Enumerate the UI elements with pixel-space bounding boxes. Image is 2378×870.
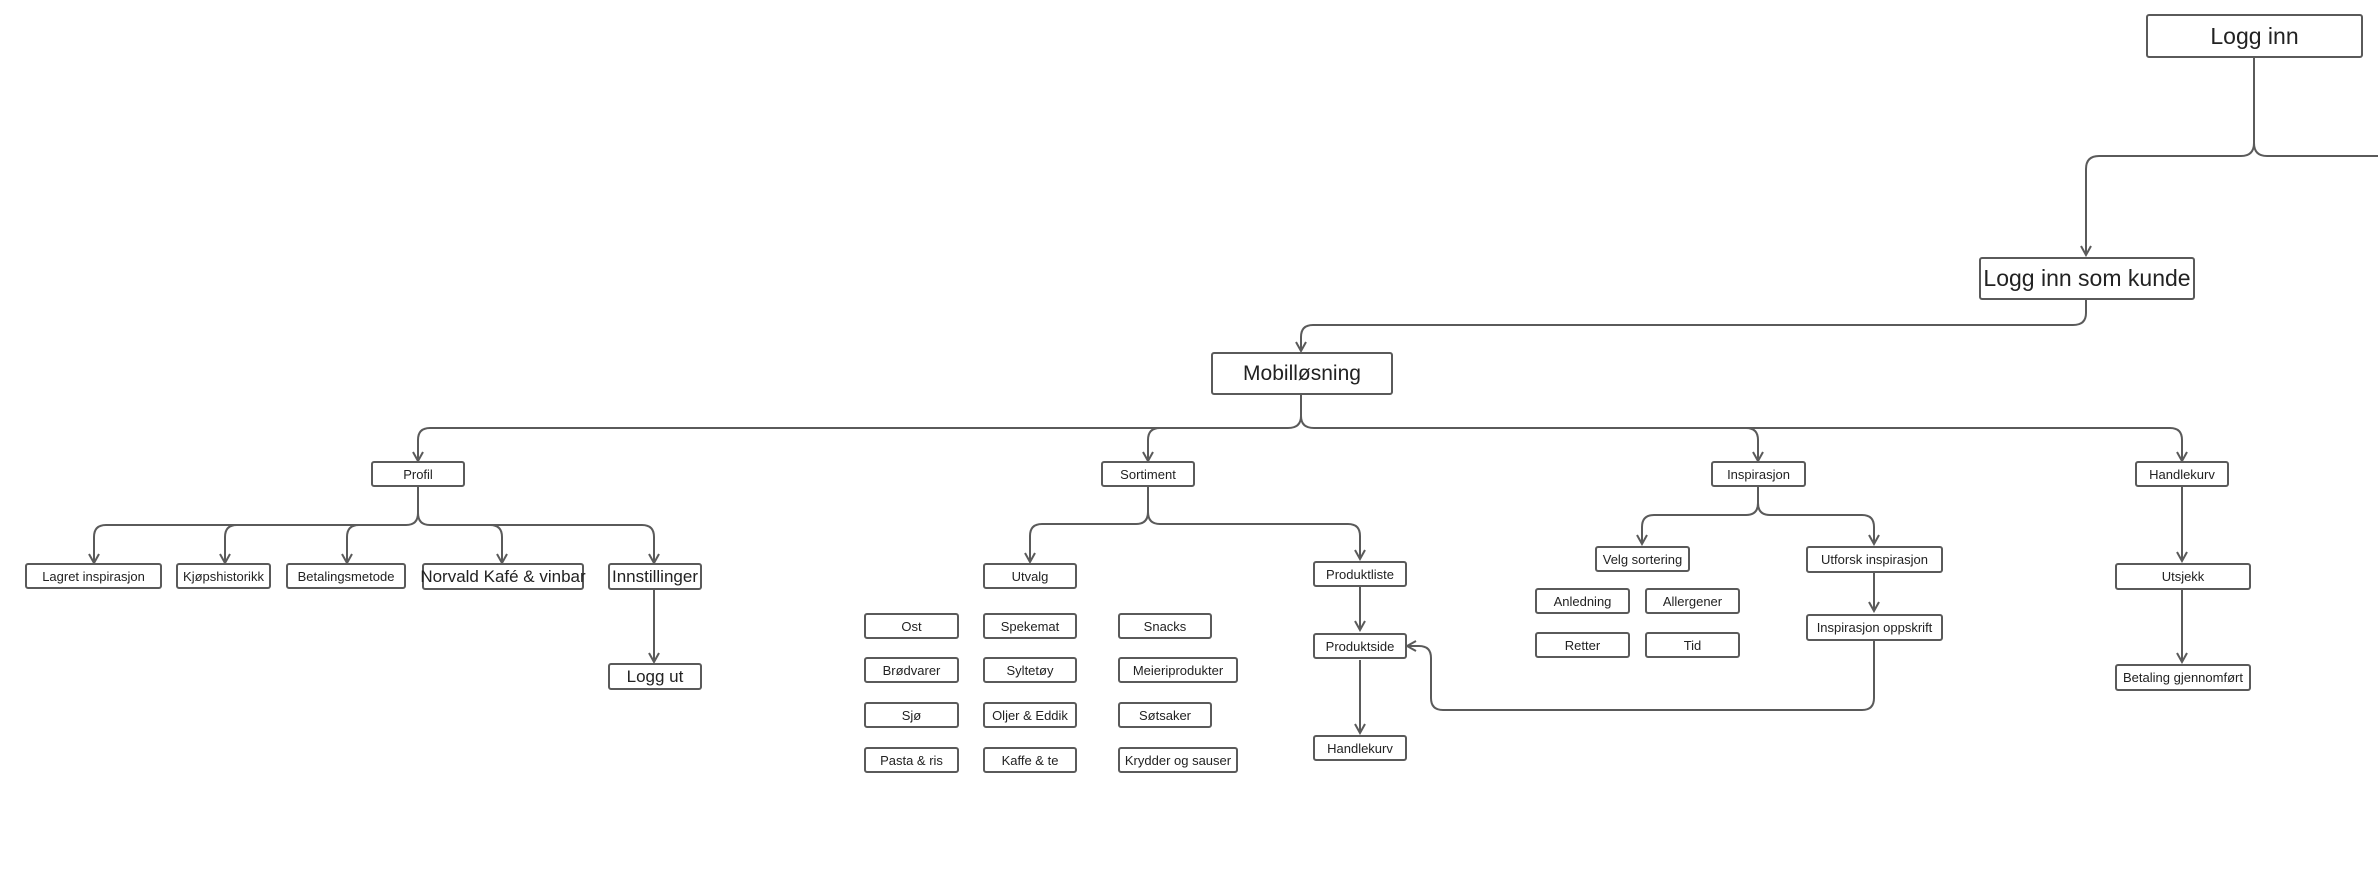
node-login: Logg inn bbox=[2146, 14, 2363, 58]
node-payment-done: Betaling gjennomført bbox=[2115, 664, 2251, 691]
node-settings: Innstillinger bbox=[608, 563, 702, 590]
node-inspiration: Inspirasjon bbox=[1711, 461, 1806, 487]
edge-assortment-productlist bbox=[1147, 511, 1360, 559]
node-selection: Utvalg bbox=[983, 563, 1077, 589]
node-inspiration-recipe: Inspirasjon oppskrift bbox=[1806, 614, 1943, 641]
node-login-customer: Logg inn som kunde bbox=[1979, 257, 2195, 300]
edge-recipe-productpage bbox=[1407, 641, 1875, 711]
node-category-9: Pasta & ris bbox=[864, 747, 959, 773]
node-time: Tid bbox=[1645, 632, 1740, 658]
node-category-10: Kaffe & te bbox=[983, 747, 1077, 773]
node-norvald: Norvald Kafé & vinbar bbox=[420, 563, 586, 590]
edge-profile-history bbox=[225, 524, 238, 563]
node-mobile: Mobilløsning bbox=[1211, 352, 1393, 395]
edge-profile-settings bbox=[490, 524, 654, 563]
node-product-list: Produktliste bbox=[1313, 561, 1407, 587]
edge-login-customer bbox=[2086, 58, 2255, 255]
node-allergens: Allergener bbox=[1645, 588, 1740, 614]
edge-profile-payment bbox=[347, 524, 360, 563]
node-choose-sorting: Velg sortering bbox=[1595, 546, 1690, 572]
node-product-page: Produktside bbox=[1313, 633, 1407, 659]
node-explore-inspiration: Utforsk inspirasjon bbox=[1806, 546, 1943, 573]
edge-profile-children bbox=[94, 487, 419, 563]
node-assortment: Sortiment bbox=[1101, 461, 1195, 487]
node-assortment-cart: Handlekurv bbox=[1313, 735, 1407, 761]
node-category-0: Ost bbox=[864, 613, 959, 639]
node-purchase-history: Kjøpshistorikk bbox=[176, 563, 271, 589]
edge-mobile-inspiration bbox=[1300, 415, 1758, 461]
node-category-1: Spekemat bbox=[983, 613, 1077, 639]
node-dishes: Retter bbox=[1535, 632, 1630, 658]
node-category-7: Oljer & Eddik bbox=[983, 702, 1077, 728]
edge-profile-norvald bbox=[417, 512, 502, 563]
node-category-4: Syltetøy bbox=[983, 657, 1077, 683]
edge-assortment-selection bbox=[1030, 487, 1149, 562]
node-category-11: Krydder og sauser bbox=[1118, 747, 1238, 773]
node-payment-method: Betalingsmetode bbox=[286, 563, 406, 589]
edge-inspiration-sorting bbox=[1642, 487, 1759, 544]
edge-mobile-cart bbox=[1746, 427, 2182, 461]
edge-mobile-profile bbox=[418, 395, 1302, 461]
node-category-5: Meieriprodukter bbox=[1118, 657, 1238, 683]
node-category-3: Brødvarer bbox=[864, 657, 959, 683]
node-profile: Profil bbox=[371, 461, 465, 487]
edge-customer-mobile bbox=[1301, 300, 2087, 351]
node-cart: Handlekurv bbox=[2135, 461, 2229, 487]
node-category-6: Sjø bbox=[864, 702, 959, 728]
node-logout: Logg ut bbox=[608, 663, 702, 690]
node-category-8: Søtsaker bbox=[1118, 702, 1212, 728]
node-occasion: Anledning bbox=[1535, 588, 1630, 614]
edge-login-offpage bbox=[2253, 142, 2378, 157]
node-saved-inspiration: Lagret inspirasjon bbox=[25, 563, 162, 589]
node-checkout: Utsjekk bbox=[2115, 563, 2251, 590]
node-category-2: Snacks bbox=[1118, 613, 1212, 639]
edge-inspiration-explore bbox=[1757, 502, 1874, 544]
edge-mobile-assortment bbox=[1148, 427, 1161, 461]
